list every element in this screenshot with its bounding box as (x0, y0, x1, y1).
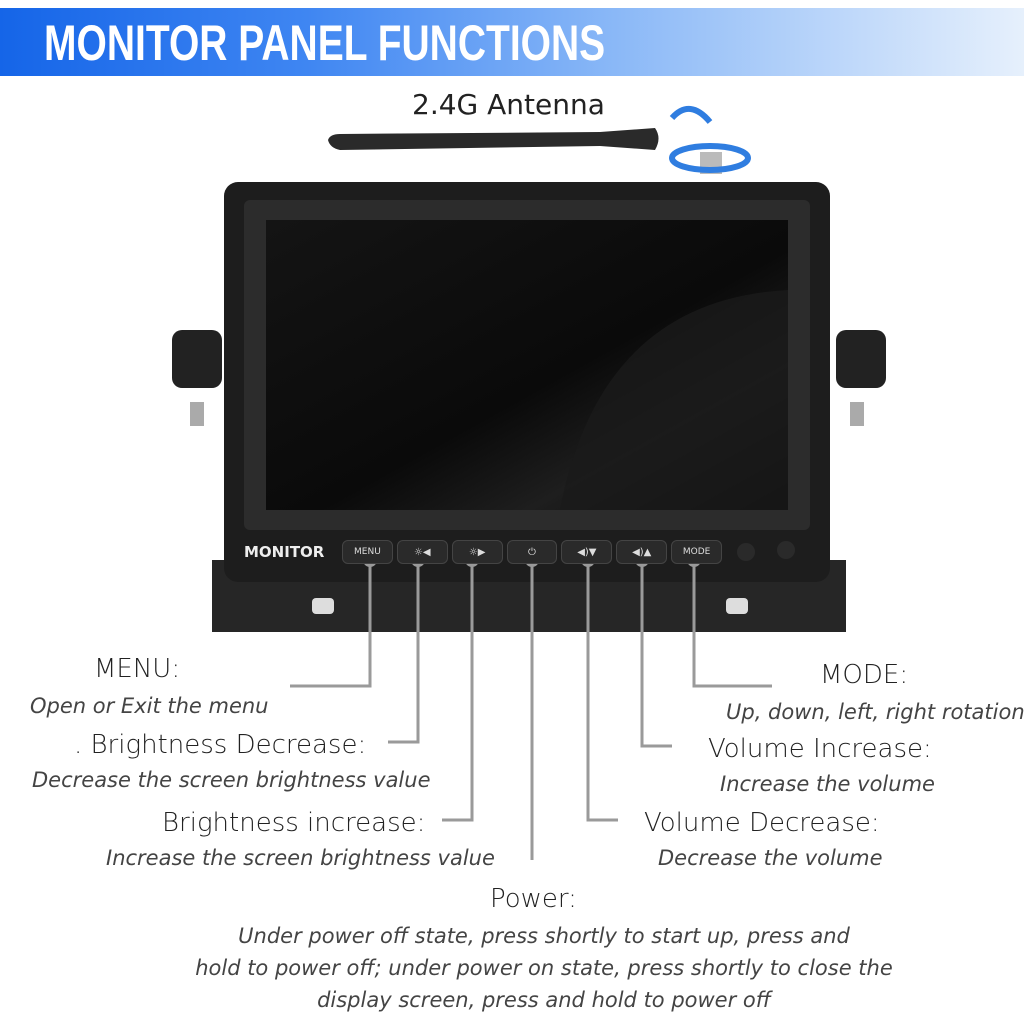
volume-decrease-desc: Decrease the volume (658, 846, 883, 870)
brightness-decrease-desc: Decrease the screen brightness value (32, 768, 431, 792)
volume-decrease-title: Volume Decrease: (644, 808, 880, 838)
mode-desc: Up, down, left, right rotation (726, 700, 1024, 724)
power-desc-line-1: Under power off state, press shortly to … (238, 924, 850, 948)
power-desc-line-2: hold to power off; under power on state,… (195, 956, 893, 980)
brightness-increase-title: Brightness increase: (162, 808, 426, 838)
page-title: MONITOR PANEL FUNCTIONS (44, 15, 606, 71)
leader-lines (290, 560, 772, 860)
power-button[interactable]: ⏻ (506, 540, 558, 564)
menu-desc: Open or Exit the menu (30, 694, 269, 718)
brightness-increase-desc: Increase the screen brightness value (106, 846, 495, 870)
brightness-increase-button[interactable]: ☼▶ (451, 540, 503, 564)
menu-button[interactable]: MENU (342, 540, 393, 564)
menu-title: MENU: (94, 654, 181, 684)
power-title: Power: (490, 884, 577, 914)
monitor-brand-label: MONITOR (244, 543, 325, 561)
brightness-decrease-title: . Brightness Decrease: (74, 730, 367, 760)
volume-increase-button[interactable]: ◀)▲ (616, 540, 668, 564)
antenna-icon (328, 128, 722, 174)
brightness-decrease-button[interactable]: ☼◀ (396, 540, 448, 564)
right-knob (836, 330, 886, 388)
volume-decrease-button[interactable]: ◀)▼ (561, 540, 613, 564)
volume-increase-desc: Increase the volume (720, 772, 935, 796)
title-banner: MONITOR PANEL FUNCTIONS (0, 8, 1024, 76)
left-knob (172, 330, 222, 388)
mode-button[interactable]: MODE (671, 540, 723, 564)
rotation-arrows-icon (669, 106, 751, 173)
mode-title: MODE: (820, 660, 909, 690)
power-desc-line-3: display screen, press and hold to power … (317, 988, 771, 1012)
volume-increase-title: Volume Increase: (708, 734, 932, 764)
antenna-label: 2.4G Antenna (412, 88, 605, 121)
